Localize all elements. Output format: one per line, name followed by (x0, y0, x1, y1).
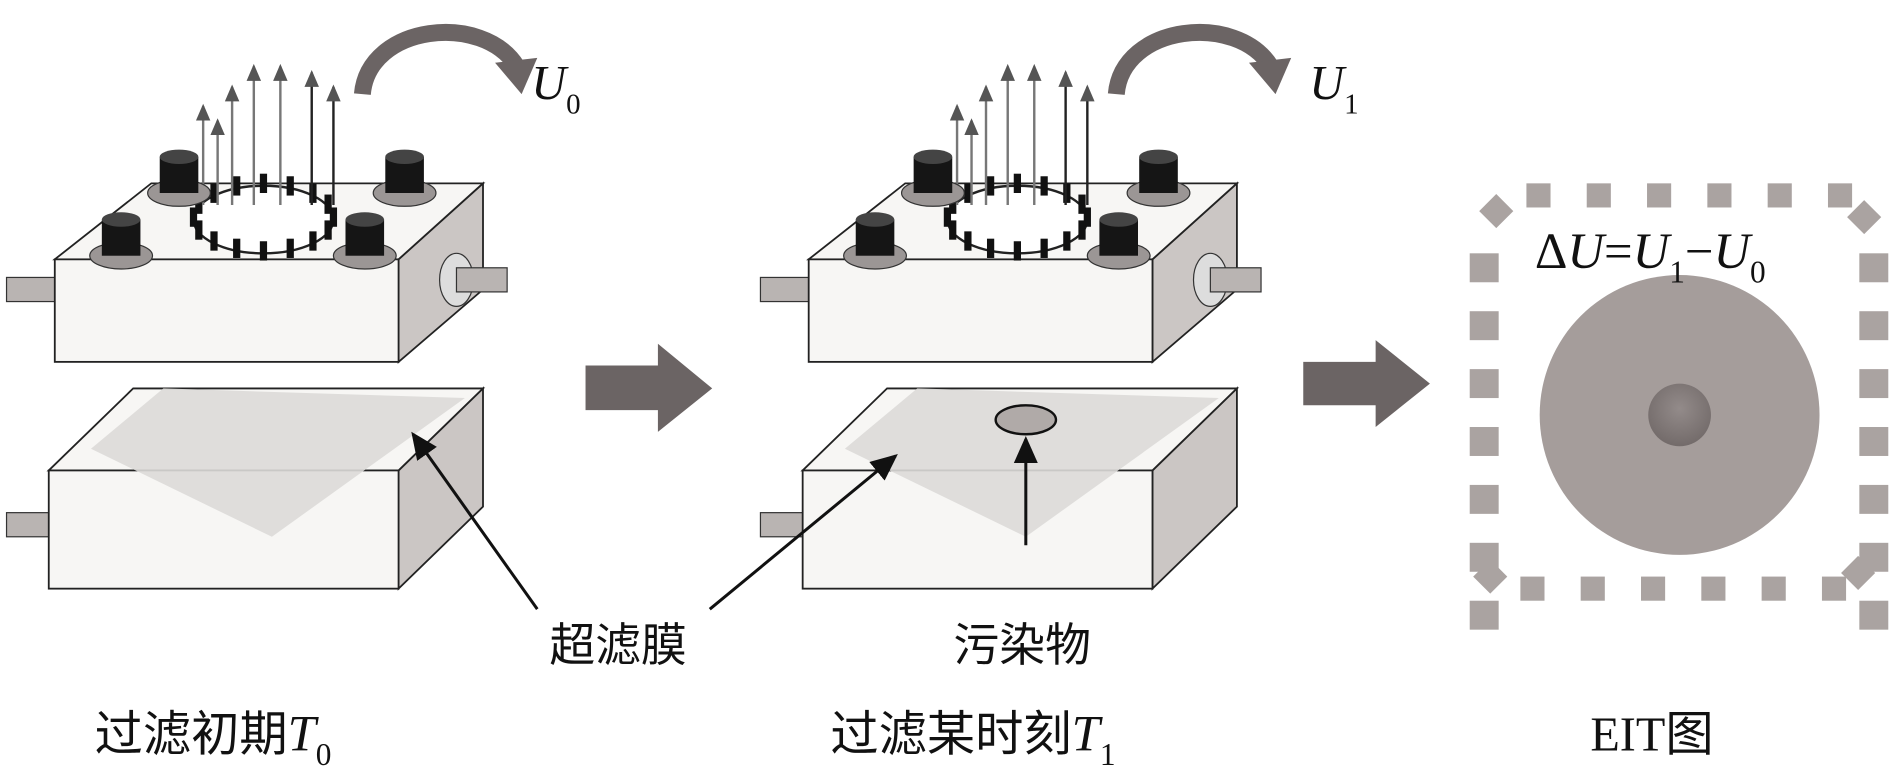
electrode (210, 231, 218, 251)
electrode (259, 241, 268, 261)
knob-top (345, 212, 385, 227)
electrode (1063, 183, 1071, 203)
electrode (986, 238, 995, 258)
eit-electrode (1859, 311, 1889, 341)
eit-electrode (1469, 427, 1499, 456)
knob-top (1099, 212, 1138, 227)
electrode (286, 176, 294, 196)
eit-electrode-ring (1469, 183, 1889, 630)
electrode (943, 207, 952, 227)
electrode (1063, 231, 1071, 251)
eit-electrode (1847, 200, 1882, 235)
electrode (329, 207, 338, 227)
electrode (189, 207, 198, 227)
stage-later-caption: 过滤某时刻T1 (830, 705, 1115, 771)
eit-electrode (1641, 576, 1666, 601)
filtration-cell-initial (5, 24, 538, 591)
side-pipe (455, 267, 508, 293)
delta-u-formula: ΔU=U1−U0 (1535, 223, 1766, 289)
eit-electrode (1859, 253, 1889, 283)
knob-top (385, 149, 424, 165)
eit-electrode (1859, 427, 1889, 456)
electrode (286, 238, 294, 258)
upper-block-front (807, 258, 1154, 363)
ultrafiltration-membrane (90, 388, 465, 537)
eit-electrode (1647, 183, 1672, 208)
outlet-pipe (5, 512, 53, 538)
eit-electrode (1473, 559, 1508, 594)
knob-top (1139, 149, 1178, 165)
eit-electrode (1586, 183, 1611, 208)
eit-electrode (1827, 183, 1853, 208)
electrode (1013, 241, 1021, 261)
eit-electrode (1469, 600, 1499, 630)
inlet-pipe (759, 276, 812, 303)
eit-electrode (1859, 484, 1889, 514)
membrane-pointer-1 (411, 431, 539, 611)
electrode (1078, 220, 1086, 240)
eit-electrode (1707, 183, 1732, 208)
electrode (1078, 194, 1086, 214)
knob-top (101, 212, 141, 227)
eit-electrode (1469, 253, 1499, 283)
eit-electrode (1859, 600, 1889, 630)
electrode (309, 183, 317, 203)
electrode (259, 173, 268, 193)
pollutant-label: 污染物 (953, 618, 1090, 672)
rotation-arrow-head (1248, 57, 1292, 95)
upper-block-front (53, 258, 400, 363)
membrane-pointer-2 (708, 454, 898, 611)
electrode (1040, 238, 1048, 258)
eit-electrode (1469, 311, 1499, 341)
electrode (233, 238, 241, 258)
electrode (210, 183, 218, 203)
eit-pollutant-target (1648, 383, 1711, 447)
electrode (324, 220, 332, 240)
eit-electrode (1841, 555, 1876, 591)
rotation-arrow-head (495, 57, 538, 95)
outlet-pipe (759, 512, 807, 538)
inlet-pipe (5, 276, 58, 303)
eit-caption: EIT图 (1590, 708, 1713, 761)
electrode (1013, 173, 1021, 193)
process-arrow-1 (585, 343, 713, 432)
eit-electrode (1520, 576, 1545, 601)
eit-electrode (1701, 576, 1726, 601)
eit-electrode (1761, 576, 1786, 601)
knob-top (913, 149, 953, 165)
rotation-arrow (1107, 24, 1278, 96)
eit-electrode (1821, 576, 1847, 601)
electrode (964, 183, 972, 203)
voltage-u1-label: U1 (1309, 57, 1358, 120)
pollutant-spot (994, 404, 1058, 436)
eit-image: ΔU=U1−U0 (1469, 183, 1889, 630)
electrode (309, 231, 317, 251)
eit-electrode (1479, 194, 1514, 229)
eit-electrode (1859, 369, 1889, 399)
electrode (949, 194, 957, 214)
voltage-u0-label: U0 (531, 57, 580, 120)
eit-electrode (1526, 183, 1551, 208)
eit-electrode (1580, 576, 1605, 601)
knob-top (855, 212, 895, 227)
rotation-arrow (353, 24, 524, 96)
electrode (986, 176, 995, 196)
knob-top (159, 149, 199, 165)
electrode (964, 231, 972, 251)
electrode (1083, 207, 1091, 227)
process-arrow-2 (1303, 340, 1430, 428)
eit-electrode (1469, 484, 1499, 514)
electrode (195, 194, 203, 214)
stage-initial-caption: 过滤初期T0 (95, 705, 332, 771)
electrode (324, 194, 332, 214)
side-pipe (1209, 267, 1262, 293)
electrode (233, 176, 241, 196)
electrode (949, 220, 957, 240)
membrane-label: 超滤膜 (549, 618, 686, 672)
eit-electrode (1469, 369, 1499, 399)
electrode (195, 220, 203, 240)
electrode (1040, 176, 1048, 196)
eit-electrode (1767, 183, 1792, 208)
